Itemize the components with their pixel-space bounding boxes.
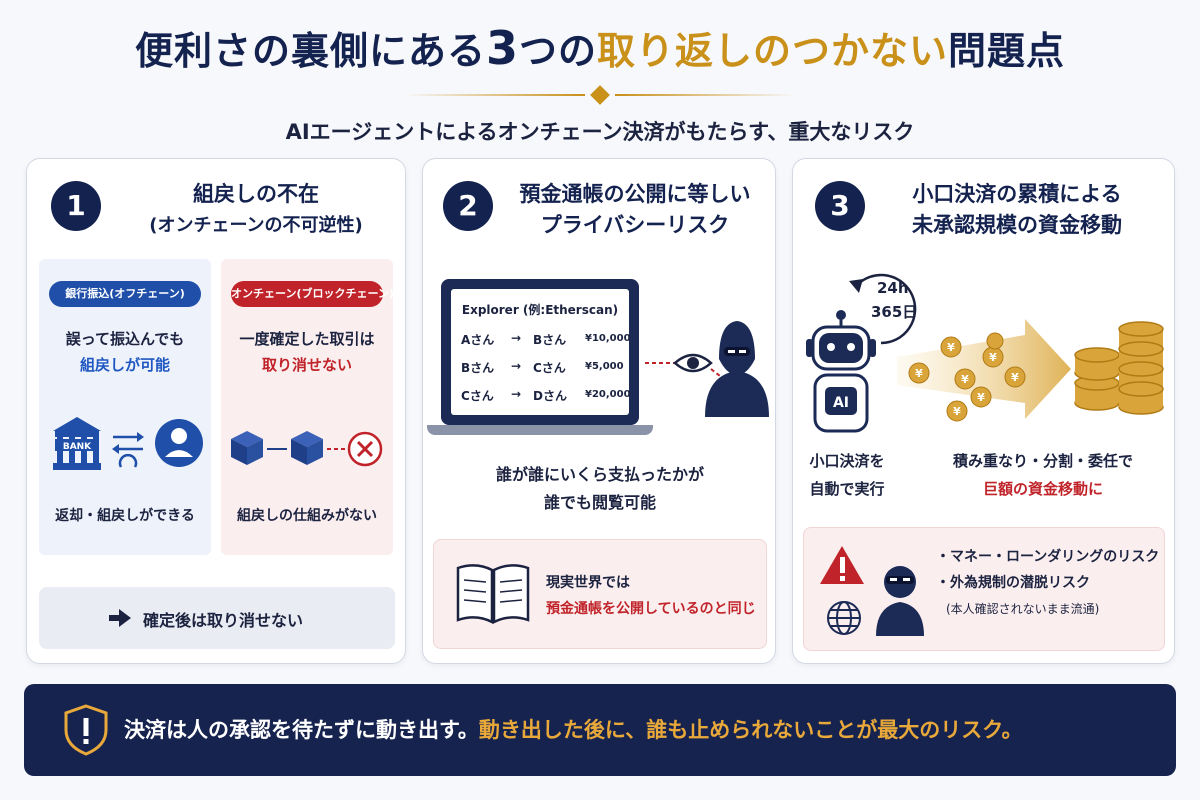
panel-irreversibility: 1 組戻しの不在 (オンチェーンの不可逆性) 銀行振込(オフチェーン) 誤って振… bbox=[26, 158, 406, 664]
diamond-icon bbox=[590, 85, 610, 105]
explorer-title: Explorer (例:Etherscan) bbox=[461, 303, 619, 317]
passbook-line2: 預金通帳を公開しているのと同じ bbox=[546, 601, 756, 617]
passbook-box: 現実世界では 預金通帳を公開しているのと同じ bbox=[433, 539, 767, 649]
auto-payment-line2: 自動で実行 bbox=[809, 480, 885, 498]
irreversible-text: 確定後は取り消せない bbox=[143, 611, 304, 630]
cancel-x-icon bbox=[347, 431, 383, 467]
onchain-line1: 一度確定した取引は bbox=[239, 330, 375, 348]
hacker-icon bbox=[705, 321, 769, 417]
main-title: 便利さの裏側にある3つの取り返しのつかない問題点 bbox=[0, 20, 1200, 76]
panel3-title-line1: 小口決済の累積による bbox=[912, 182, 1122, 206]
panel2-title-line1: 預金通帳の公開に等しい bbox=[519, 182, 751, 206]
panel-accumulation: 3 小口決済の累積による 未承認規模の資金移動 24h 365日 AI bbox=[792, 158, 1175, 664]
large-transfer-line2: 巨額の資金移動に bbox=[982, 480, 1103, 498]
divider-line-left bbox=[405, 94, 585, 96]
privacy-line1: 誰が誰にいくら支払ったかが bbox=[495, 465, 704, 484]
panel1-title: 組戻しの不在 (オンチェーンの不可逆性) bbox=[111, 179, 401, 241]
block-cube-icon bbox=[231, 431, 263, 465]
globe-icon bbox=[827, 601, 861, 635]
panel2-number-badge: 2 bbox=[443, 181, 493, 231]
risk-box: ・マネー・ローンダリングのリスク ・外為規制の潜脱リスク (本人確認されないまま… bbox=[803, 527, 1165, 651]
risk-forex-note: (本人確認されないまま流通) bbox=[946, 602, 1100, 616]
large-transfer-line1: 積み重なり・分割・委任で bbox=[952, 452, 1133, 470]
ai-robot-icon: AI bbox=[806, 310, 876, 433]
offchain-line1: 誤って振込んでも bbox=[65, 330, 185, 348]
clock-365days: 365日 bbox=[871, 303, 918, 321]
panel1-title-line2: (オンチェーンの不可逆性) bbox=[149, 215, 363, 236]
shield-warning-icon bbox=[64, 704, 108, 756]
laptop-screen: Explorer (例:Etherscan) Aさん → Bさん ¥10,000… bbox=[441, 279, 639, 425]
title-number: 3 bbox=[485, 21, 519, 75]
auto-payment-line1: 小口決済を bbox=[809, 452, 885, 470]
risk-money-laundering: ・マネー・ローンダリングのリスク bbox=[936, 549, 1160, 565]
risk-list: ・マネー・ローンダリングのリスク ・外為規制の潜脱リスク (本人確認されないまま… bbox=[936, 544, 1159, 622]
irreversible-bar: 確定後は取り消せない bbox=[39, 587, 395, 649]
eye-icon bbox=[673, 353, 713, 373]
svg-text:¥: ¥ bbox=[961, 373, 969, 386]
svg-text:¥: ¥ bbox=[915, 367, 923, 380]
exchange-arrows-icon bbox=[112, 432, 144, 468]
panel3-title-line2: 未承認規模の資金移動 bbox=[912, 213, 1122, 237]
passbook-line1: 現実世界では bbox=[546, 575, 630, 591]
bank-icon: BANK bbox=[53, 417, 101, 470]
panel-privacy: 2 預金通帳の公開に等しい プライバシーリスク Explorer (例:Ethe… bbox=[422, 158, 776, 664]
onchain-tag: オンチェーン(ブロックチェーン) bbox=[231, 281, 394, 307]
tx-row: Aさん → Bさん ¥10,000 bbox=[461, 331, 631, 347]
title-part3: 問題点 bbox=[948, 29, 1066, 73]
risk-forex-evasion: ・外為規制の潜脱リスク bbox=[936, 575, 1090, 591]
svg-text:¥: ¥ bbox=[953, 405, 961, 418]
title-part1: 便利さの裏側にある bbox=[134, 29, 486, 73]
footer-message: 決済は人の承認を待たずに動き出す。動き出した後に、誰も止められないことが最大のリ… bbox=[124, 714, 1023, 744]
arrow-right-icon bbox=[109, 609, 131, 627]
panel1-number-badge: 1 bbox=[51, 181, 101, 231]
explorer-window: Explorer (例:Etherscan) Aさん → Bさん ¥10,000… bbox=[451, 289, 631, 415]
warning-icon bbox=[820, 546, 864, 584]
subtitle: AIエージェントによるオンチェーン決済がもたらす、重大なリスク bbox=[285, 120, 915, 144]
criminal-icon bbox=[876, 566, 924, 636]
tx-row: Bさん → Cさん ¥5,000 bbox=[461, 359, 624, 375]
onchain-caption: 組戻しの仕組みがない bbox=[237, 508, 377, 524]
clock-arc-icon bbox=[849, 273, 917, 345]
yen-coin-icons bbox=[908, 332, 1026, 422]
onchain-line2: 取り消せない bbox=[261, 356, 352, 374]
panel3-title: 小口決済の累積による 未承認規模の資金移動 bbox=[877, 179, 1157, 241]
tx-row: Cさん → Dさん ¥20,000 bbox=[461, 387, 631, 403]
offchain-tag: 銀行振込(オフチェーン) bbox=[49, 281, 201, 307]
svg-text:¥: ¥ bbox=[1011, 371, 1019, 384]
svg-text:AI: AI bbox=[833, 395, 849, 411]
bank-transfer-illustration: BANK bbox=[53, 417, 203, 470]
footer-banner: 決済は人の承認を待たずに動き出す。動き出した後に、誰も止められないことが最大のリ… bbox=[24, 684, 1176, 776]
divider-line-right bbox=[615, 94, 795, 96]
coin-flow-illustration: ¥ ¥ ¥ ¥ ¥ ¥ ¥ bbox=[897, 319, 1164, 422]
footer-text-white: 決済は人の承認を待たずに動き出す。 bbox=[124, 718, 479, 742]
blockchain-illustration bbox=[231, 431, 383, 467]
offchain-caption: 返却・組戻しができる bbox=[55, 508, 195, 524]
svg-text:BANK: BANK bbox=[63, 442, 92, 452]
laptop-base bbox=[427, 425, 653, 435]
panel2-title: 預金通帳の公開に等しい プライバシーリスク bbox=[501, 179, 769, 241]
block-cube-icon-2 bbox=[291, 431, 323, 465]
panel1-title-line1: 組戻しの不在 bbox=[193, 182, 319, 206]
clock-24h: 24h bbox=[877, 279, 909, 297]
title-part2: つの bbox=[518, 29, 597, 73]
privacy-line2: 誰でも閲覧可能 bbox=[543, 493, 656, 512]
panel2-title-line2: プライバシーリスク bbox=[540, 213, 730, 237]
offchain-line2: 組戻しが可能 bbox=[79, 356, 170, 374]
onchain-box: オンチェーン(ブロックチェーン) 一度確定した取引は 取り消せない 組戻しの仕組… bbox=[221, 259, 394, 555]
hacker-watching-illustration bbox=[645, 321, 769, 417]
title-highlight: 取り返しのつかない bbox=[597, 29, 949, 73]
open-book-icon bbox=[456, 564, 530, 625]
svg-text:¥: ¥ bbox=[947, 341, 955, 354]
svg-text:¥: ¥ bbox=[977, 391, 985, 404]
footer-text-gold: 動き出した後に、誰も止められないことが最大のリスク。 bbox=[478, 718, 1023, 742]
svg-text:¥: ¥ bbox=[989, 351, 997, 364]
person-icon bbox=[155, 419, 203, 467]
coin-stack-icon bbox=[1074, 321, 1164, 415]
panel3-number-badge: 3 bbox=[815, 181, 865, 231]
risk-illustration bbox=[820, 546, 924, 636]
offchain-box: 銀行振込(オフチェーン) 誤って振込んでも 組戻しが可能 BANK bbox=[39, 259, 211, 555]
